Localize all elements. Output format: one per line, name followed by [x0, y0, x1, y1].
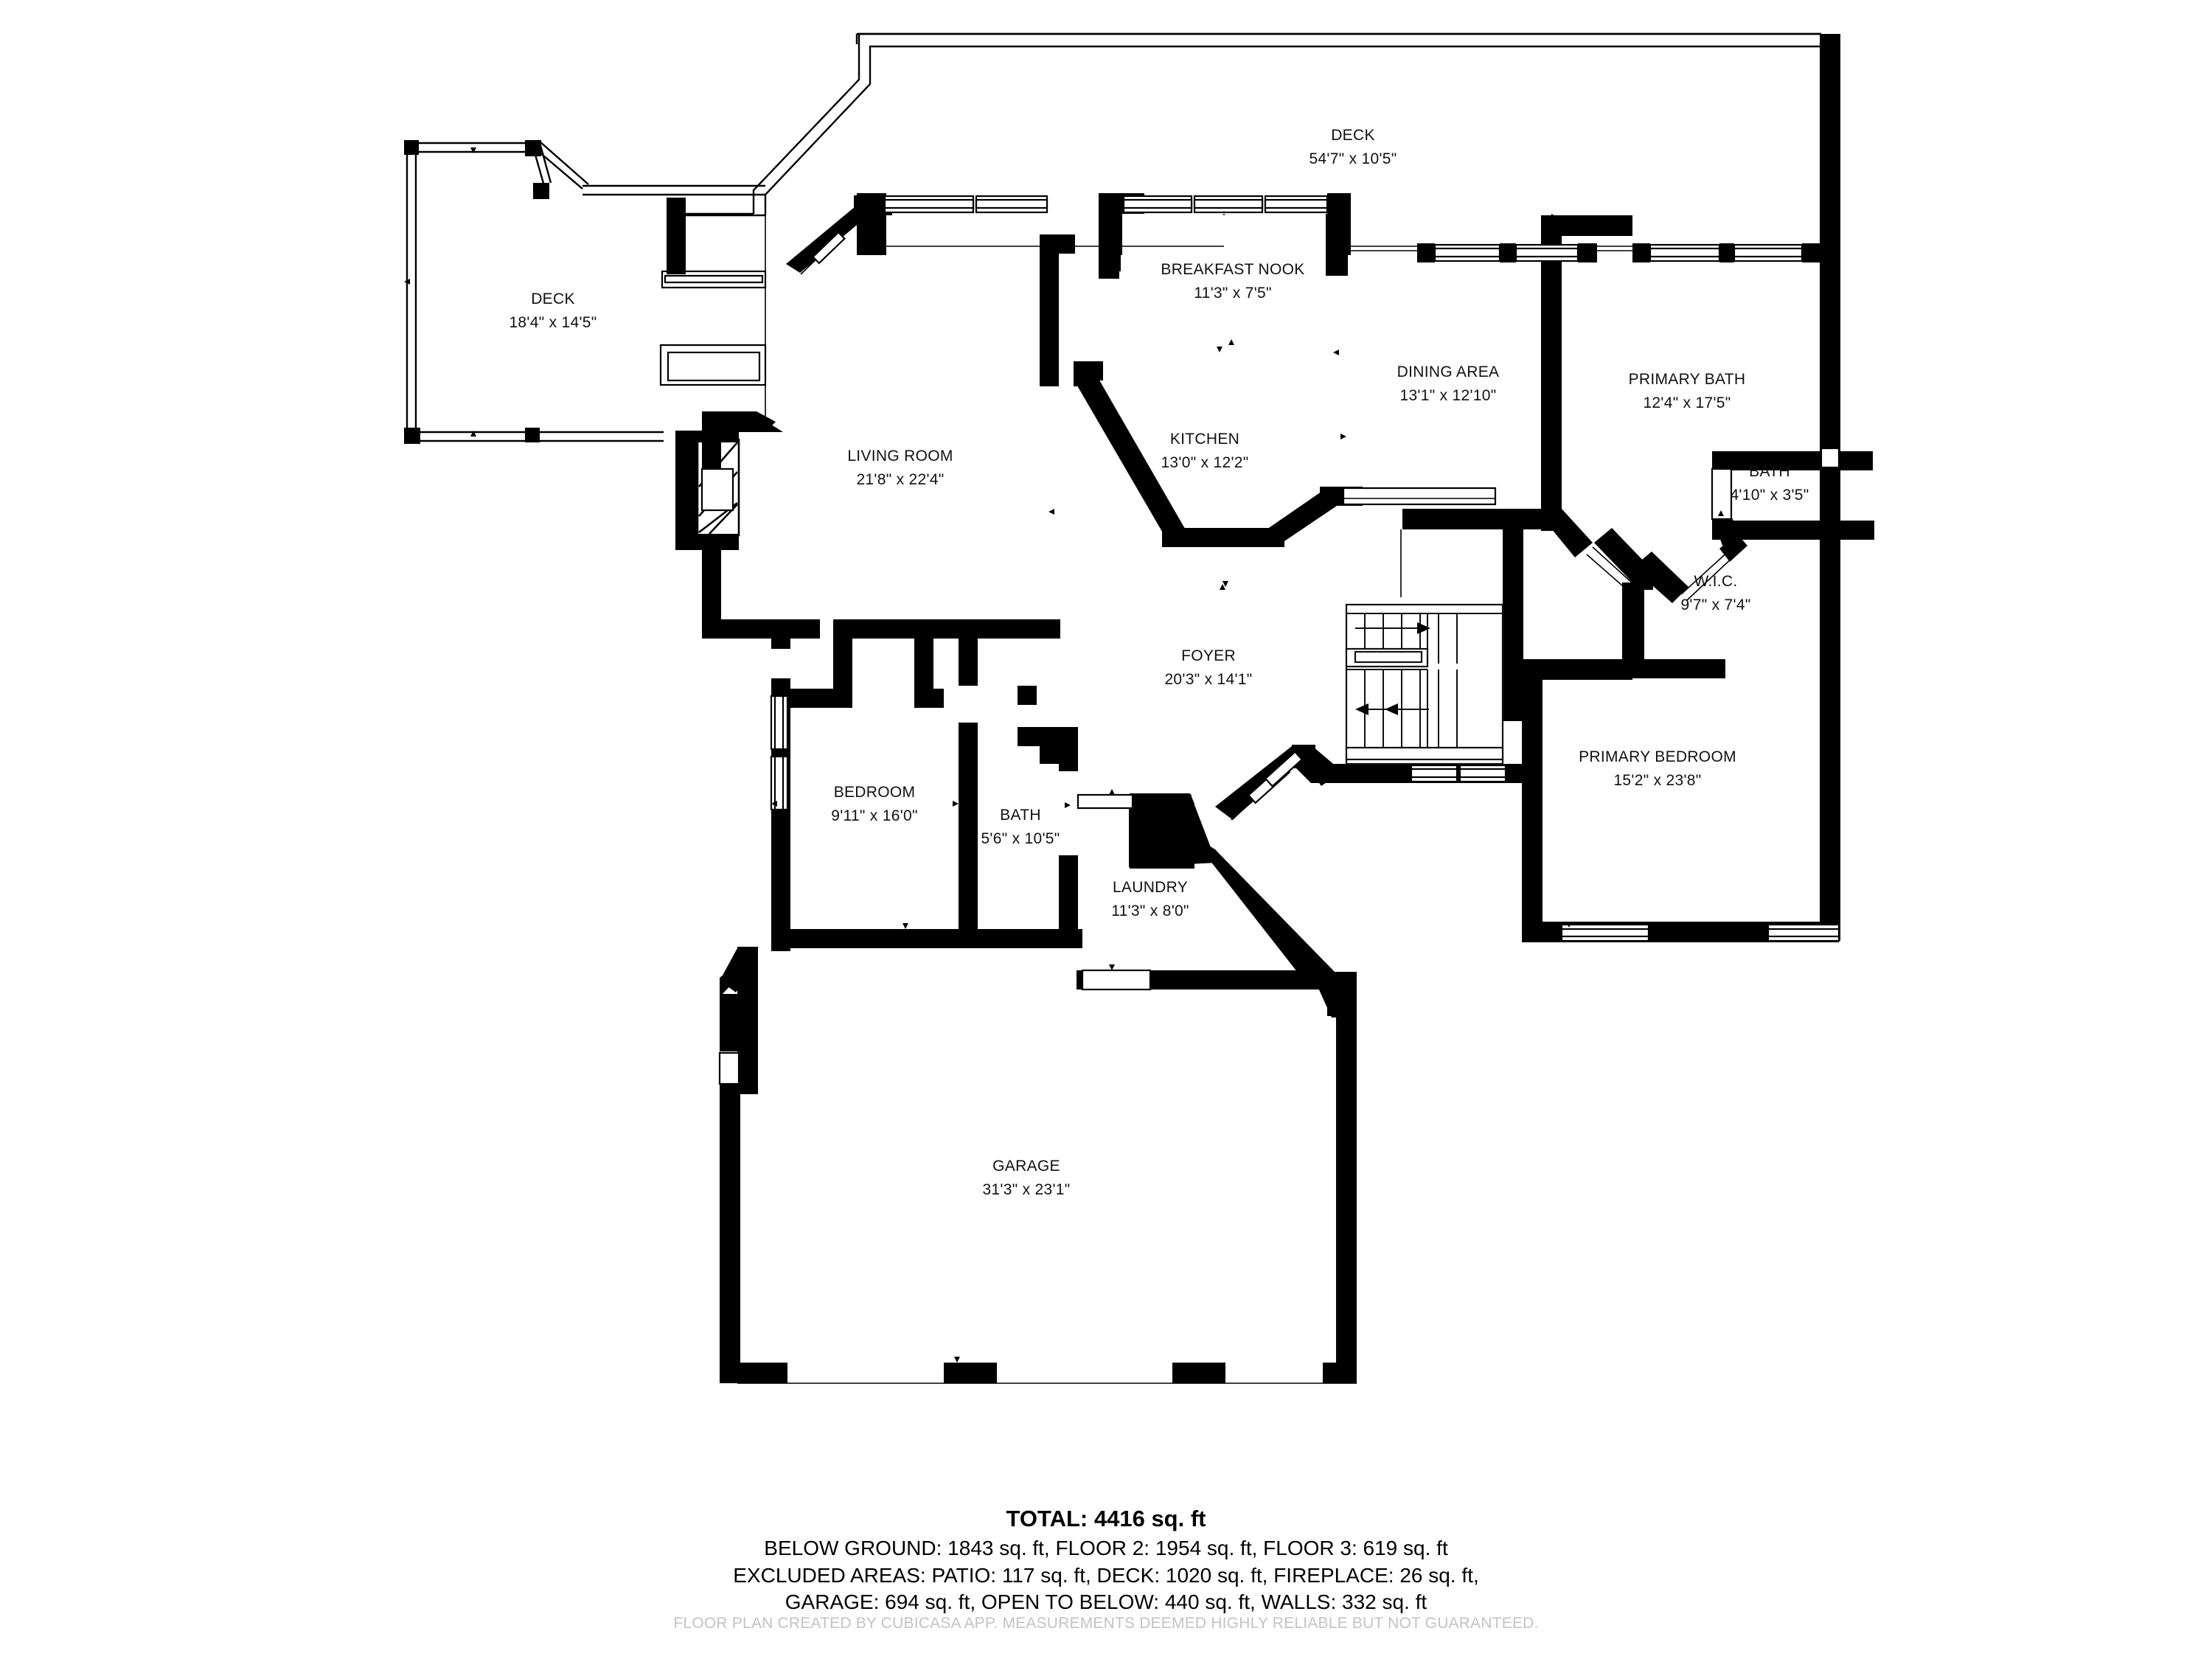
staircase [1345, 603, 1504, 765]
room-label-primary-bedroom: PRIMARY BEDROOM [1579, 748, 1736, 765]
room-label-living-room: LIVING ROOM [847, 448, 953, 465]
room-label-bath-primary-small: BATH [1749, 463, 1790, 480]
room-dim-deck-left: 18'4" x 14'5" [509, 314, 597, 331]
total-area-line: TOTAL: 4416 sq. ft [1006, 1506, 1206, 1531]
windows [718, 195, 1840, 1085]
room-dim-dining-area: 13'1" x 12'10" [1399, 387, 1496, 404]
room-labels: DECK 18'4" x 14'5" DECK 54'7" x 10'5" BR… [509, 127, 1809, 1198]
room-label-bedroom: BEDROOM [834, 784, 916, 801]
area-summary: TOTAL: 4416 sq. ft BELOW GROUND: 1843 sq… [0, 1504, 2212, 1615]
excluded-areas-line-1: EXCLUDED AREAS: PATIO: 117 sq. ft, DECK:… [733, 1563, 1479, 1587]
floor-breakdown-line: BELOW GROUND: 1843 sq. ft, FLOOR 2: 1954… [764, 1537, 1448, 1560]
disclaimer-text: FLOOR PLAN CREATED BY CUBICASA APP. MEAS… [673, 1615, 1539, 1632]
room-dim-garage: 31'3" x 23'1" [982, 1181, 1070, 1198]
deck-top-outline [667, 32, 1821, 251]
room-dim-living-room: 21'8" x 22'4" [856, 471, 944, 488]
room-label-deck-left: DECK [531, 291, 575, 307]
room-label-wic: W.I.C. [1694, 573, 1738, 590]
room-dim-laundry: 11'3" x 8'0" [1111, 902, 1189, 919]
room-label-garage: GARAGE [992, 1158, 1060, 1175]
room-dim-primary-bedroom: 15'2" x 23'8" [1613, 772, 1701, 789]
deck-left-outline [404, 139, 767, 444]
room-label-laundry: LAUNDRY [1113, 879, 1188, 896]
room-dim-bath-hall: 5'6" x 10'5" [981, 830, 1060, 847]
room-dim-foyer: 20'3" x 14'1" [1164, 671, 1252, 688]
room-label-kitchen: KITCHEN [1170, 431, 1239, 448]
room-label-deck-top: DECK [1331, 127, 1375, 144]
dimension-ticks [721, 214, 1832, 1363]
room-label-primary-bath: PRIMARY BATH [1629, 371, 1746, 388]
room-dim-bedroom: 9'11" x 16'0" [831, 807, 918, 824]
room-label-bath-hall: BATH [1000, 807, 1041, 824]
room-dim-breakfast-nook: 11'3" x 7'5" [1194, 285, 1272, 302]
room-dim-bath-primary-small: 4'10" x 3'5" [1730, 487, 1809, 504]
room-label-foyer: FOYER [1181, 647, 1236, 664]
doors [794, 213, 1735, 821]
room-label-breakfast-nook: BREAKFAST NOOK [1161, 261, 1304, 278]
room-dim-kitchen: 13'0" x 12'2" [1161, 454, 1248, 471]
room-dim-deck-top: 54'7" x 10'5" [1309, 150, 1397, 167]
room-label-dining-area: DINING AREA [1397, 364, 1500, 380]
room-dim-primary-bath: 12'4" x 17'5" [1643, 394, 1731, 411]
house-walls [667, 34, 1874, 1384]
excluded-areas-line-2: GARAGE: 694 sq. ft, OPEN TO BELOW: 440 s… [785, 1590, 1427, 1614]
room-dim-wic: 9'7" x 7'4" [1680, 597, 1750, 613]
